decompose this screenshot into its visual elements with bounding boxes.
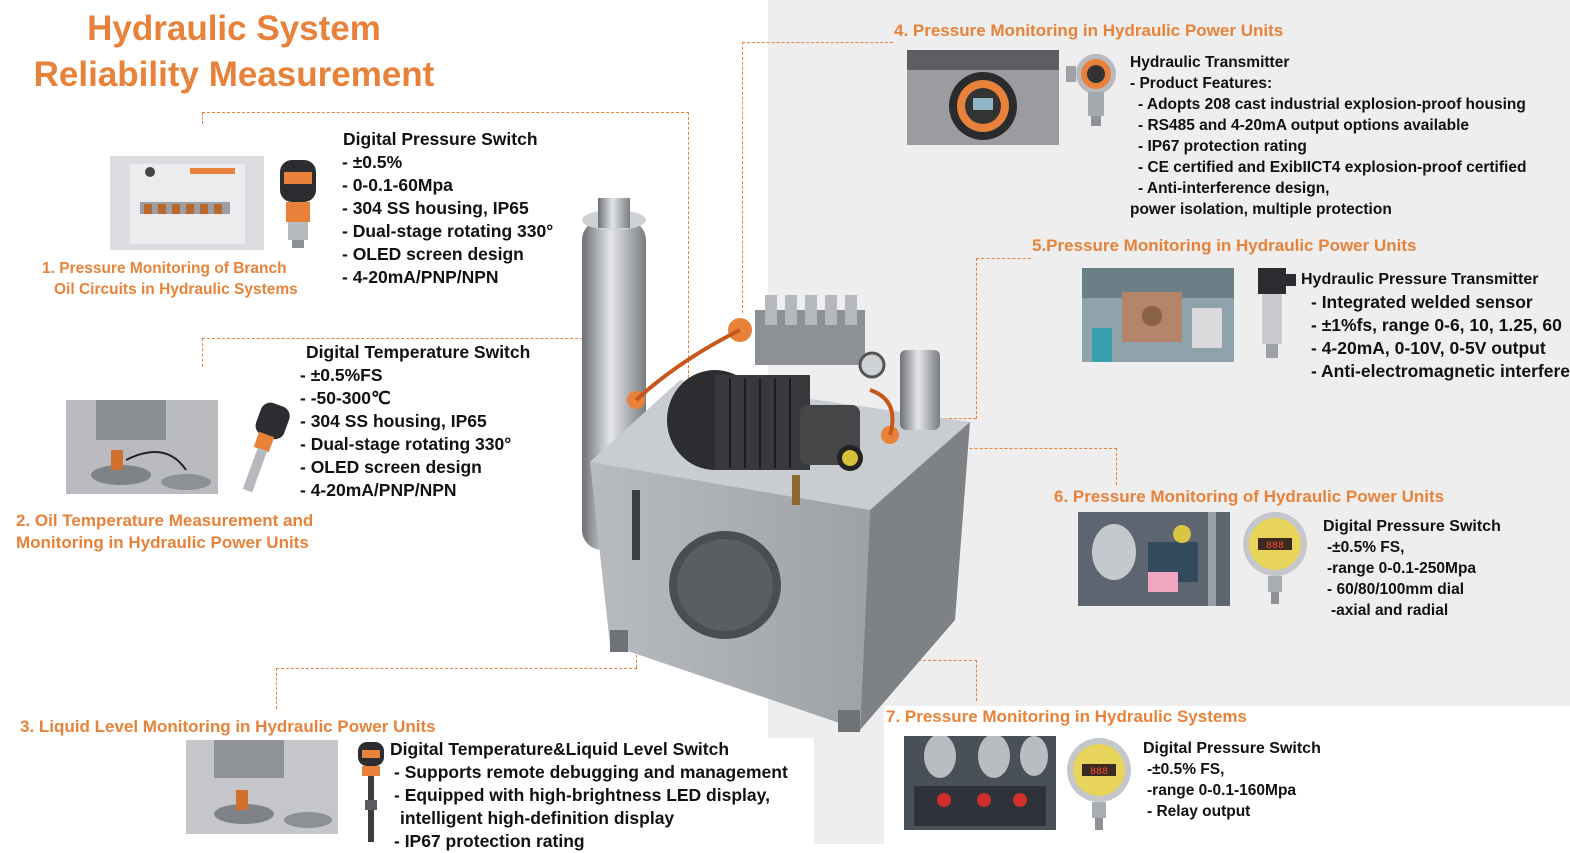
product-name: Digital Temperature&Liquid Level Switch xyxy=(390,739,730,759)
section-7-caption: 7. Pressure Monitoring in Hydraulic Syst… xyxy=(886,706,1247,728)
transmitter-icon xyxy=(1066,54,1116,126)
level-switch-icon xyxy=(358,742,384,842)
spec-item: - IP67 protection rating xyxy=(1138,138,1307,155)
spec-item: - Product Features: xyxy=(1130,75,1273,92)
spec-item: - 304 SS housing, IP65 xyxy=(300,411,487,431)
dial-gauge-icon: 888 xyxy=(1243,512,1307,604)
product-name: Digital Pressure Switch xyxy=(1323,518,1501,535)
spec-item: -±0.5% FS, xyxy=(1327,539,1405,556)
connector-2 xyxy=(202,338,623,367)
section-3-photo xyxy=(186,740,338,834)
connector-5 xyxy=(976,258,1031,419)
spec-item: intelligent high-definition display xyxy=(400,808,675,828)
dial-gauge-icon: 888 xyxy=(1067,738,1131,830)
section-1-caption: 1. Pressure Monitoring of Branch Oil Cir… xyxy=(42,258,298,300)
caption-line: 2. Oil Temperature Measurement and xyxy=(16,511,314,530)
temperature-switch-icon xyxy=(242,402,290,493)
spec-item: - 4-20mA, 0-10V, 0-5V output xyxy=(1311,338,1546,358)
spec-item: power isolation, multiple protection xyxy=(1130,201,1392,218)
caption-line: 6. Pressure Monitoring of Hydraulic Powe… xyxy=(1054,487,1445,506)
spec-item: - Adopts 208 cast industrial explosion-p… xyxy=(1138,96,1526,113)
spec-item: - 0-0.1-60Mpa xyxy=(342,175,453,195)
spec-item: -±0.5% FS, xyxy=(1147,761,1225,778)
pressure-transmitter-icon xyxy=(1258,268,1296,358)
spec-item: - Relay output xyxy=(1147,803,1251,820)
pressure-switch-icon xyxy=(280,160,316,248)
section-5-photo xyxy=(1082,268,1234,362)
spec-item: - IP67 protection rating xyxy=(394,831,585,851)
spec-item: - Supports remote debugging and manageme… xyxy=(394,762,788,782)
caption-line: 1. Pressure Monitoring of Branch xyxy=(42,260,287,277)
spec-item: - -50-300℃ xyxy=(300,388,391,408)
section-2-spec: Digital Temperature Switch - ±0.5%FS - -… xyxy=(300,341,530,502)
section-3-spec: Digital Temperature&Liquid Level Switch … xyxy=(390,738,788,853)
spec-item: - ±1%fs, range 0-6, 10, 1.25, 60 xyxy=(1311,315,1562,335)
svg-text:888: 888 xyxy=(1090,767,1108,778)
spec-item: - Dual-stage rotating 330° xyxy=(342,221,554,241)
section-4-caption: 4. Pressure Monitoring in Hydraulic Powe… xyxy=(894,20,1283,42)
product-name: Digital Pressure Switch xyxy=(1143,740,1321,757)
section-6-spec: Digital Pressure Switch -±0.5% FS, -rang… xyxy=(1323,516,1501,621)
section-7-photo xyxy=(904,736,1056,830)
section-6-caption: 6. Pressure Monitoring of Hydraulic Powe… xyxy=(1054,486,1444,508)
hydraulic-power-unit-icon xyxy=(582,198,970,732)
spec-item: - OLED screen design xyxy=(342,244,524,264)
page-title: Hydraulic System Reliability Measurement xyxy=(24,6,444,98)
caption-line: 4. Pressure Monitoring in Hydraulic Powe… xyxy=(894,21,1284,40)
spec-item: - CE certified and ExibIICT4 explosion-p… xyxy=(1138,159,1527,176)
spec-item: - 60/80/100mm dial xyxy=(1327,581,1464,598)
title-line-1: Hydraulic System xyxy=(87,9,381,48)
spec-item: - Anti-electromagnetic interference xyxy=(1311,361,1570,381)
product-name: Digital Pressure Switch xyxy=(343,129,538,149)
spec-item: - RS485 and 4-20mA output options availa… xyxy=(1138,117,1470,134)
svg-text:888: 888 xyxy=(1266,541,1284,552)
section-2-caption: 2. Oil Temperature Measurement and Monit… xyxy=(16,510,313,554)
section-4-spec: Hydraulic Transmitter - Product Features… xyxy=(1130,52,1526,220)
connector-3 xyxy=(276,668,637,709)
section-7-spec: Digital Pressure Switch -±0.5% FS, -rang… xyxy=(1143,738,1321,822)
section-3-caption: 3. Liquid Level Monitoring in Hydraulic … xyxy=(20,716,436,738)
spec-item: -range 0-0.1-250Mpa xyxy=(1327,560,1477,577)
connector-1 xyxy=(202,112,689,383)
section-2-photo xyxy=(66,400,218,494)
product-name: Hydraulic Transmitter xyxy=(1130,54,1290,71)
section-1-spec: Digital Pressure Switch - ±0.5% - 0-0.1-… xyxy=(342,128,553,289)
spec-item: - Equipped with high-brightness LED disp… xyxy=(394,785,770,805)
product-name: Hydraulic Pressure Transmitter xyxy=(1301,271,1539,288)
caption-line: 7. Pressure Monitoring in Hydraulic Syst… xyxy=(886,707,1247,726)
caption-line: 3. Liquid Level Monitoring in Hydraulic … xyxy=(20,717,436,736)
spec-item: - Anti-interference design, xyxy=(1138,180,1330,197)
caption-line: Monitoring in Hydraulic Power Units xyxy=(16,533,309,552)
spec-item: - ±0.5% xyxy=(342,152,403,172)
spec-item: - ±0.5%FS xyxy=(300,365,383,385)
spec-item: -range 0-0.1-160Mpa xyxy=(1147,782,1297,799)
caption-line: Oil Circuits in Hydraulic Systems xyxy=(54,281,298,298)
spec-item: -axial and radial xyxy=(1331,602,1449,619)
connector-6 xyxy=(900,448,1117,485)
connector-5-foot xyxy=(930,418,976,419)
section-6-photo xyxy=(1078,512,1230,606)
product-name: Digital Temperature Switch xyxy=(306,342,531,362)
spec-item: - OLED screen design xyxy=(300,457,482,477)
spec-item: - 4-20mA/PNP/NPN xyxy=(300,480,457,500)
section-5-caption: 5.Pressure Monitoring in Hydraulic Power… xyxy=(1032,235,1416,257)
spec-item: - 4-20mA/PNP/NPN xyxy=(342,267,499,287)
section-4-photo xyxy=(907,50,1059,145)
connector-4 xyxy=(742,42,893,313)
spec-item: - Dual-stage rotating 330° xyxy=(300,434,512,454)
spec-item: - Integrated welded sensor xyxy=(1311,292,1533,312)
section-1-photo xyxy=(110,156,264,250)
connector-1-stub xyxy=(202,112,203,124)
caption-line: 5.Pressure Monitoring in Hydraulic Power… xyxy=(1032,236,1417,255)
section-5-spec: Hydraulic Pressure Transmitter - Integra… xyxy=(1301,268,1570,383)
title-line-2: Reliability Measurement xyxy=(33,55,435,94)
spec-item: - 304 SS housing, IP65 xyxy=(342,198,529,218)
